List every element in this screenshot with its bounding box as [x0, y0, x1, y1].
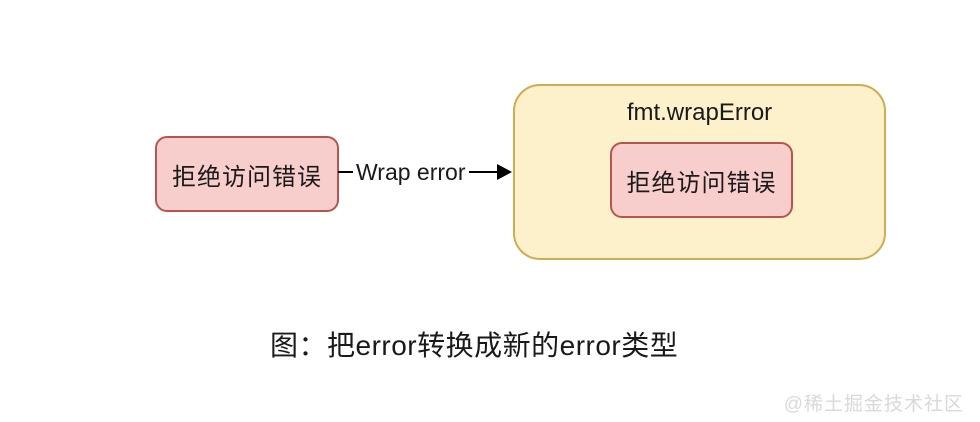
- wrapped-error-label: 拒绝访问错误: [626, 169, 777, 197]
- wrapper-title: fmt.wrapError: [626, 99, 773, 126]
- source-error-label: 拒绝访问错误: [172, 163, 322, 191]
- wrapper-node: fmt.wrapError 拒绝访问错误: [513, 84, 886, 260]
- wrapped-error-node: 拒绝访问错误: [610, 142, 793, 218]
- watermark: @稀土掘金技术社区: [783, 394, 964, 415]
- arrow-line-lead: [338, 171, 353, 173]
- wrap-arrow: Wrap error: [338, 158, 512, 186]
- figure-caption: 图：把error转换成新的error类型: [270, 330, 679, 361]
- arrow-line-tail: [468, 171, 497, 173]
- source-error-node: 拒绝访问错误: [155, 136, 339, 212]
- arrow-label: Wrap error: [356, 158, 466, 185]
- arrowhead-icon: [497, 164, 512, 180]
